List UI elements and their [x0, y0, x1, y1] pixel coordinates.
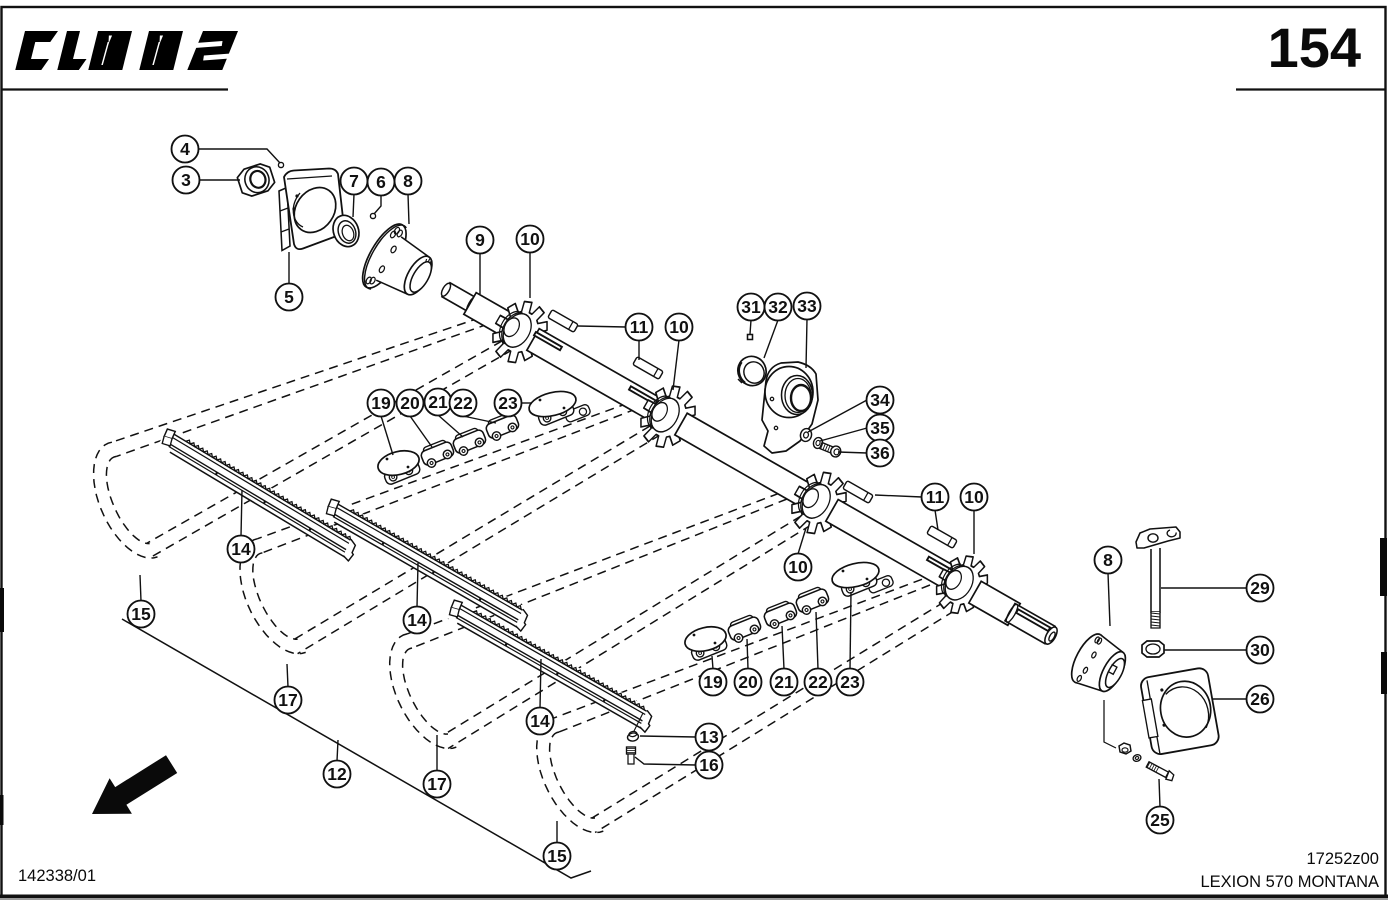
svg-text:32: 32	[768, 297, 788, 317]
svg-text:19: 19	[371, 393, 391, 413]
svg-text:23: 23	[840, 672, 860, 692]
svg-text:10: 10	[788, 557, 808, 577]
svg-text:26: 26	[1250, 689, 1270, 709]
svg-text:4: 4	[180, 139, 190, 159]
svg-text:8: 8	[1103, 550, 1113, 570]
svg-text:9: 9	[475, 230, 485, 250]
svg-text:21: 21	[428, 392, 448, 412]
svg-text:8: 8	[403, 171, 413, 191]
svg-text:LEXION 570 MONTANA: LEXION 570 MONTANA	[1201, 873, 1380, 891]
svg-text:11: 11	[926, 487, 945, 507]
svg-text:22: 22	[808, 672, 828, 692]
svg-text:10: 10	[669, 317, 689, 337]
svg-text:36: 36	[870, 443, 890, 463]
svg-text:21: 21	[774, 672, 794, 692]
svg-text:34: 34	[870, 390, 890, 410]
svg-text:17: 17	[427, 774, 446, 794]
svg-text:7: 7	[349, 171, 359, 191]
svg-text:12: 12	[327, 764, 347, 784]
svg-text:142338/01: 142338/01	[18, 867, 96, 885]
svg-text:10: 10	[520, 229, 540, 249]
svg-text:33: 33	[797, 296, 817, 316]
svg-text:13: 13	[699, 727, 719, 747]
svg-text:29: 29	[1250, 578, 1270, 598]
svg-text:17252z00: 17252z00	[1307, 850, 1380, 868]
svg-text:6: 6	[376, 172, 386, 192]
svg-text:35: 35	[870, 418, 890, 438]
svg-text:14: 14	[407, 610, 427, 630]
svg-text:23: 23	[498, 393, 518, 413]
svg-text:154: 154	[1268, 16, 1361, 79]
svg-text:25: 25	[1150, 810, 1170, 830]
svg-text:19: 19	[703, 672, 723, 692]
svg-text:14: 14	[231, 539, 251, 559]
svg-text:15: 15	[547, 846, 567, 866]
svg-text:5: 5	[284, 287, 294, 307]
svg-text:20: 20	[400, 393, 420, 413]
svg-text:15: 15	[131, 604, 151, 624]
svg-text:22: 22	[453, 393, 473, 413]
svg-text:16: 16	[699, 755, 719, 775]
svg-text:14: 14	[530, 711, 550, 731]
svg-text:31: 31	[741, 297, 761, 317]
svg-text:11: 11	[630, 317, 649, 337]
svg-text:20: 20	[738, 672, 758, 692]
svg-text:30: 30	[1250, 640, 1270, 660]
svg-text:10: 10	[964, 487, 984, 507]
svg-text:3: 3	[181, 170, 191, 190]
svg-text:17: 17	[278, 690, 297, 710]
